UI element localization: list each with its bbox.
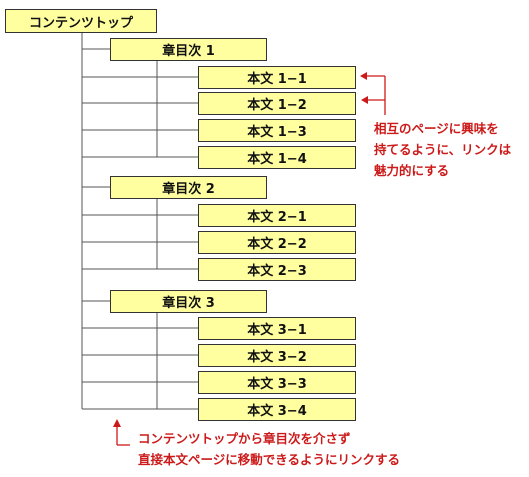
- arrowhead-icon: [360, 72, 367, 80]
- mutual-link-arrows: [365, 75, 386, 115]
- chapter-toc-box: 章目次 1: [110, 38, 267, 61]
- note-line: 直接本文ページに移動できるようにリンクする: [138, 452, 401, 467]
- body-page-box: 本文 3−3: [198, 371, 356, 394]
- chapter-toc-box: 章目次 2: [110, 176, 267, 199]
- body-page-box: 本文 1−3: [198, 119, 356, 142]
- body-page-box: 本文 2−3: [198, 258, 356, 281]
- body-page-box: 本文 3−1: [198, 317, 356, 340]
- body-page-box: 本文 1−4: [198, 146, 356, 169]
- note-line: 相互のページに興味を: [374, 121, 499, 136]
- direct-link-note: コンテンツトップから章目次を介さず 直接本文ページに移動できるようにリンクする: [138, 428, 400, 470]
- direct-link-arrow: [116, 427, 130, 446]
- note-line: 魅力的にする: [374, 163, 450, 178]
- arrowhead-icon: [113, 419, 121, 427]
- body-page-box: 本文 1−1: [198, 66, 356, 89]
- body-page-box: 本文 3−2: [198, 344, 356, 367]
- chapter-toc-box: 章目次 3: [110, 290, 267, 313]
- note-line: 持てるように、リンクは: [374, 142, 512, 157]
- body-page-box: 本文 2−2: [198, 231, 356, 254]
- arrowhead-icon: [361, 96, 368, 104]
- mutual-link-note: 相互のページに興味を 持てるように、リンクは 魅力的にする: [374, 118, 511, 181]
- content-top-box: コンテンツトップ: [5, 9, 157, 33]
- note-line: コンテンツトップから章目次を介さず: [138, 431, 351, 446]
- body-page-box: 本文 2−1: [198, 204, 356, 227]
- body-page-box: 本文 3−4: [198, 398, 356, 421]
- body-page-box: 本文 1−2: [198, 92, 356, 115]
